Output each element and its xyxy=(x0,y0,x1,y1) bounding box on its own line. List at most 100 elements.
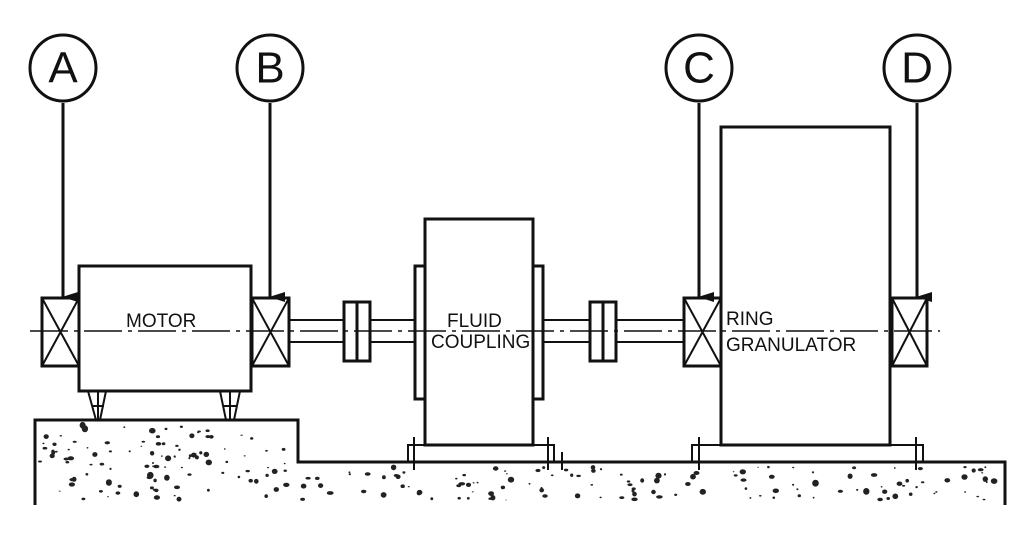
concrete-speck xyxy=(237,475,241,479)
concrete-speck xyxy=(893,467,896,469)
concrete-speck xyxy=(963,466,967,469)
concrete-speck xyxy=(535,468,541,473)
concrete-speck xyxy=(892,493,899,500)
concrete-speck xyxy=(99,462,105,466)
concrete-speck xyxy=(380,492,387,498)
concrete-speck xyxy=(882,489,888,494)
concrete-speck xyxy=(631,497,638,502)
concrete-speck xyxy=(767,465,770,469)
concrete-speck xyxy=(458,482,466,486)
concrete-speck xyxy=(640,478,645,483)
concrete-speck xyxy=(153,495,160,500)
callout-c: C xyxy=(664,33,734,302)
ring-granulator-label-line2: GRANULATOR xyxy=(726,335,856,356)
concrete-speck xyxy=(886,497,890,500)
concrete-speck xyxy=(933,492,936,495)
callout-b: B xyxy=(235,33,305,302)
concrete-speck xyxy=(104,441,111,445)
concrete-speck xyxy=(221,471,225,474)
concrete-speck xyxy=(964,491,967,493)
concrete-speck xyxy=(58,490,61,492)
concrete-speck xyxy=(757,466,759,468)
callout-d: D xyxy=(882,33,952,302)
concrete-speck xyxy=(42,442,45,445)
concrete-speck xyxy=(656,495,663,499)
concrete-speck xyxy=(732,471,735,473)
concrete-speck xyxy=(205,459,212,466)
concrete-speck xyxy=(981,472,984,474)
concrete-speck xyxy=(92,452,98,457)
concrete-speck xyxy=(977,468,984,472)
concrete-speck xyxy=(935,491,938,493)
concrete-speck xyxy=(465,482,472,487)
concrete-speck xyxy=(457,496,461,500)
concrete-speck xyxy=(176,496,182,502)
concrete-speck xyxy=(43,434,49,439)
concrete-speck xyxy=(173,495,176,497)
concrete-speck xyxy=(361,489,367,494)
fluid-coupling-label-line2: COUPLING xyxy=(431,332,530,353)
concrete-speck xyxy=(504,470,507,472)
concrete-speck xyxy=(631,489,635,493)
concrete-speck xyxy=(52,442,57,446)
concrete-speck xyxy=(194,453,197,455)
concrete-speck xyxy=(976,495,980,498)
concrete-speck xyxy=(476,481,479,484)
concrete-speck xyxy=(944,478,951,483)
concrete-speck xyxy=(505,499,507,501)
concrete-speck xyxy=(174,485,180,490)
concrete-speck xyxy=(187,473,192,476)
concrete-speck xyxy=(281,447,286,451)
concrete-speck xyxy=(68,482,75,487)
concrete-speck xyxy=(283,482,290,487)
concrete-speck xyxy=(390,464,397,471)
ring-granulator: RING GRANULATOR xyxy=(691,125,924,470)
concrete-speck xyxy=(205,435,211,439)
motor-label: MOTOR xyxy=(126,311,196,332)
concrete-speck xyxy=(792,483,795,486)
concrete-speck xyxy=(733,474,738,477)
concrete-speck xyxy=(430,497,434,501)
concrete-speck xyxy=(990,478,998,484)
concrete-speck xyxy=(305,476,311,480)
concrete-speck xyxy=(225,460,229,464)
concrete-speck xyxy=(178,448,181,451)
concrete-speck xyxy=(570,473,574,477)
concrete-speck xyxy=(175,444,179,447)
concrete-speck xyxy=(152,462,154,464)
motor: MOTOR xyxy=(77,264,253,421)
concrete-speck xyxy=(880,486,883,488)
concrete-speck xyxy=(152,465,154,468)
bearing-a xyxy=(40,296,81,368)
callout-a: A xyxy=(28,33,98,302)
concrete-speck xyxy=(265,473,269,477)
concrete-speck xyxy=(155,442,162,446)
concrete-speck xyxy=(85,473,89,476)
concrete-speck xyxy=(471,491,474,493)
concrete-texture xyxy=(38,421,998,502)
concrete-speck xyxy=(863,488,870,495)
fluid-coupling: FLUID COUPLING xyxy=(407,217,563,470)
concrete-speck xyxy=(161,442,166,446)
concrete-speck xyxy=(982,476,988,482)
concrete-speck xyxy=(203,451,210,458)
concrete-speck xyxy=(161,455,163,457)
concrete-speck xyxy=(576,474,581,478)
concrete-speck xyxy=(63,457,70,461)
concrete-speck xyxy=(654,477,660,484)
concrete-speck xyxy=(632,491,637,497)
concrete-speck xyxy=(690,473,696,480)
concrete-speck xyxy=(542,494,548,498)
concrete-speck xyxy=(165,455,172,462)
concrete-speck xyxy=(67,456,75,461)
concrete-speck xyxy=(253,478,259,484)
ring-granulator-label-line1: RING xyxy=(726,309,774,330)
concrete-speck xyxy=(921,481,925,484)
concrete-speck xyxy=(402,471,406,474)
concrete-speck xyxy=(51,449,55,454)
concrete-speck xyxy=(173,455,176,458)
concrete-speck xyxy=(141,440,146,443)
concrete-speck xyxy=(240,434,243,436)
concrete-speck xyxy=(271,468,278,474)
